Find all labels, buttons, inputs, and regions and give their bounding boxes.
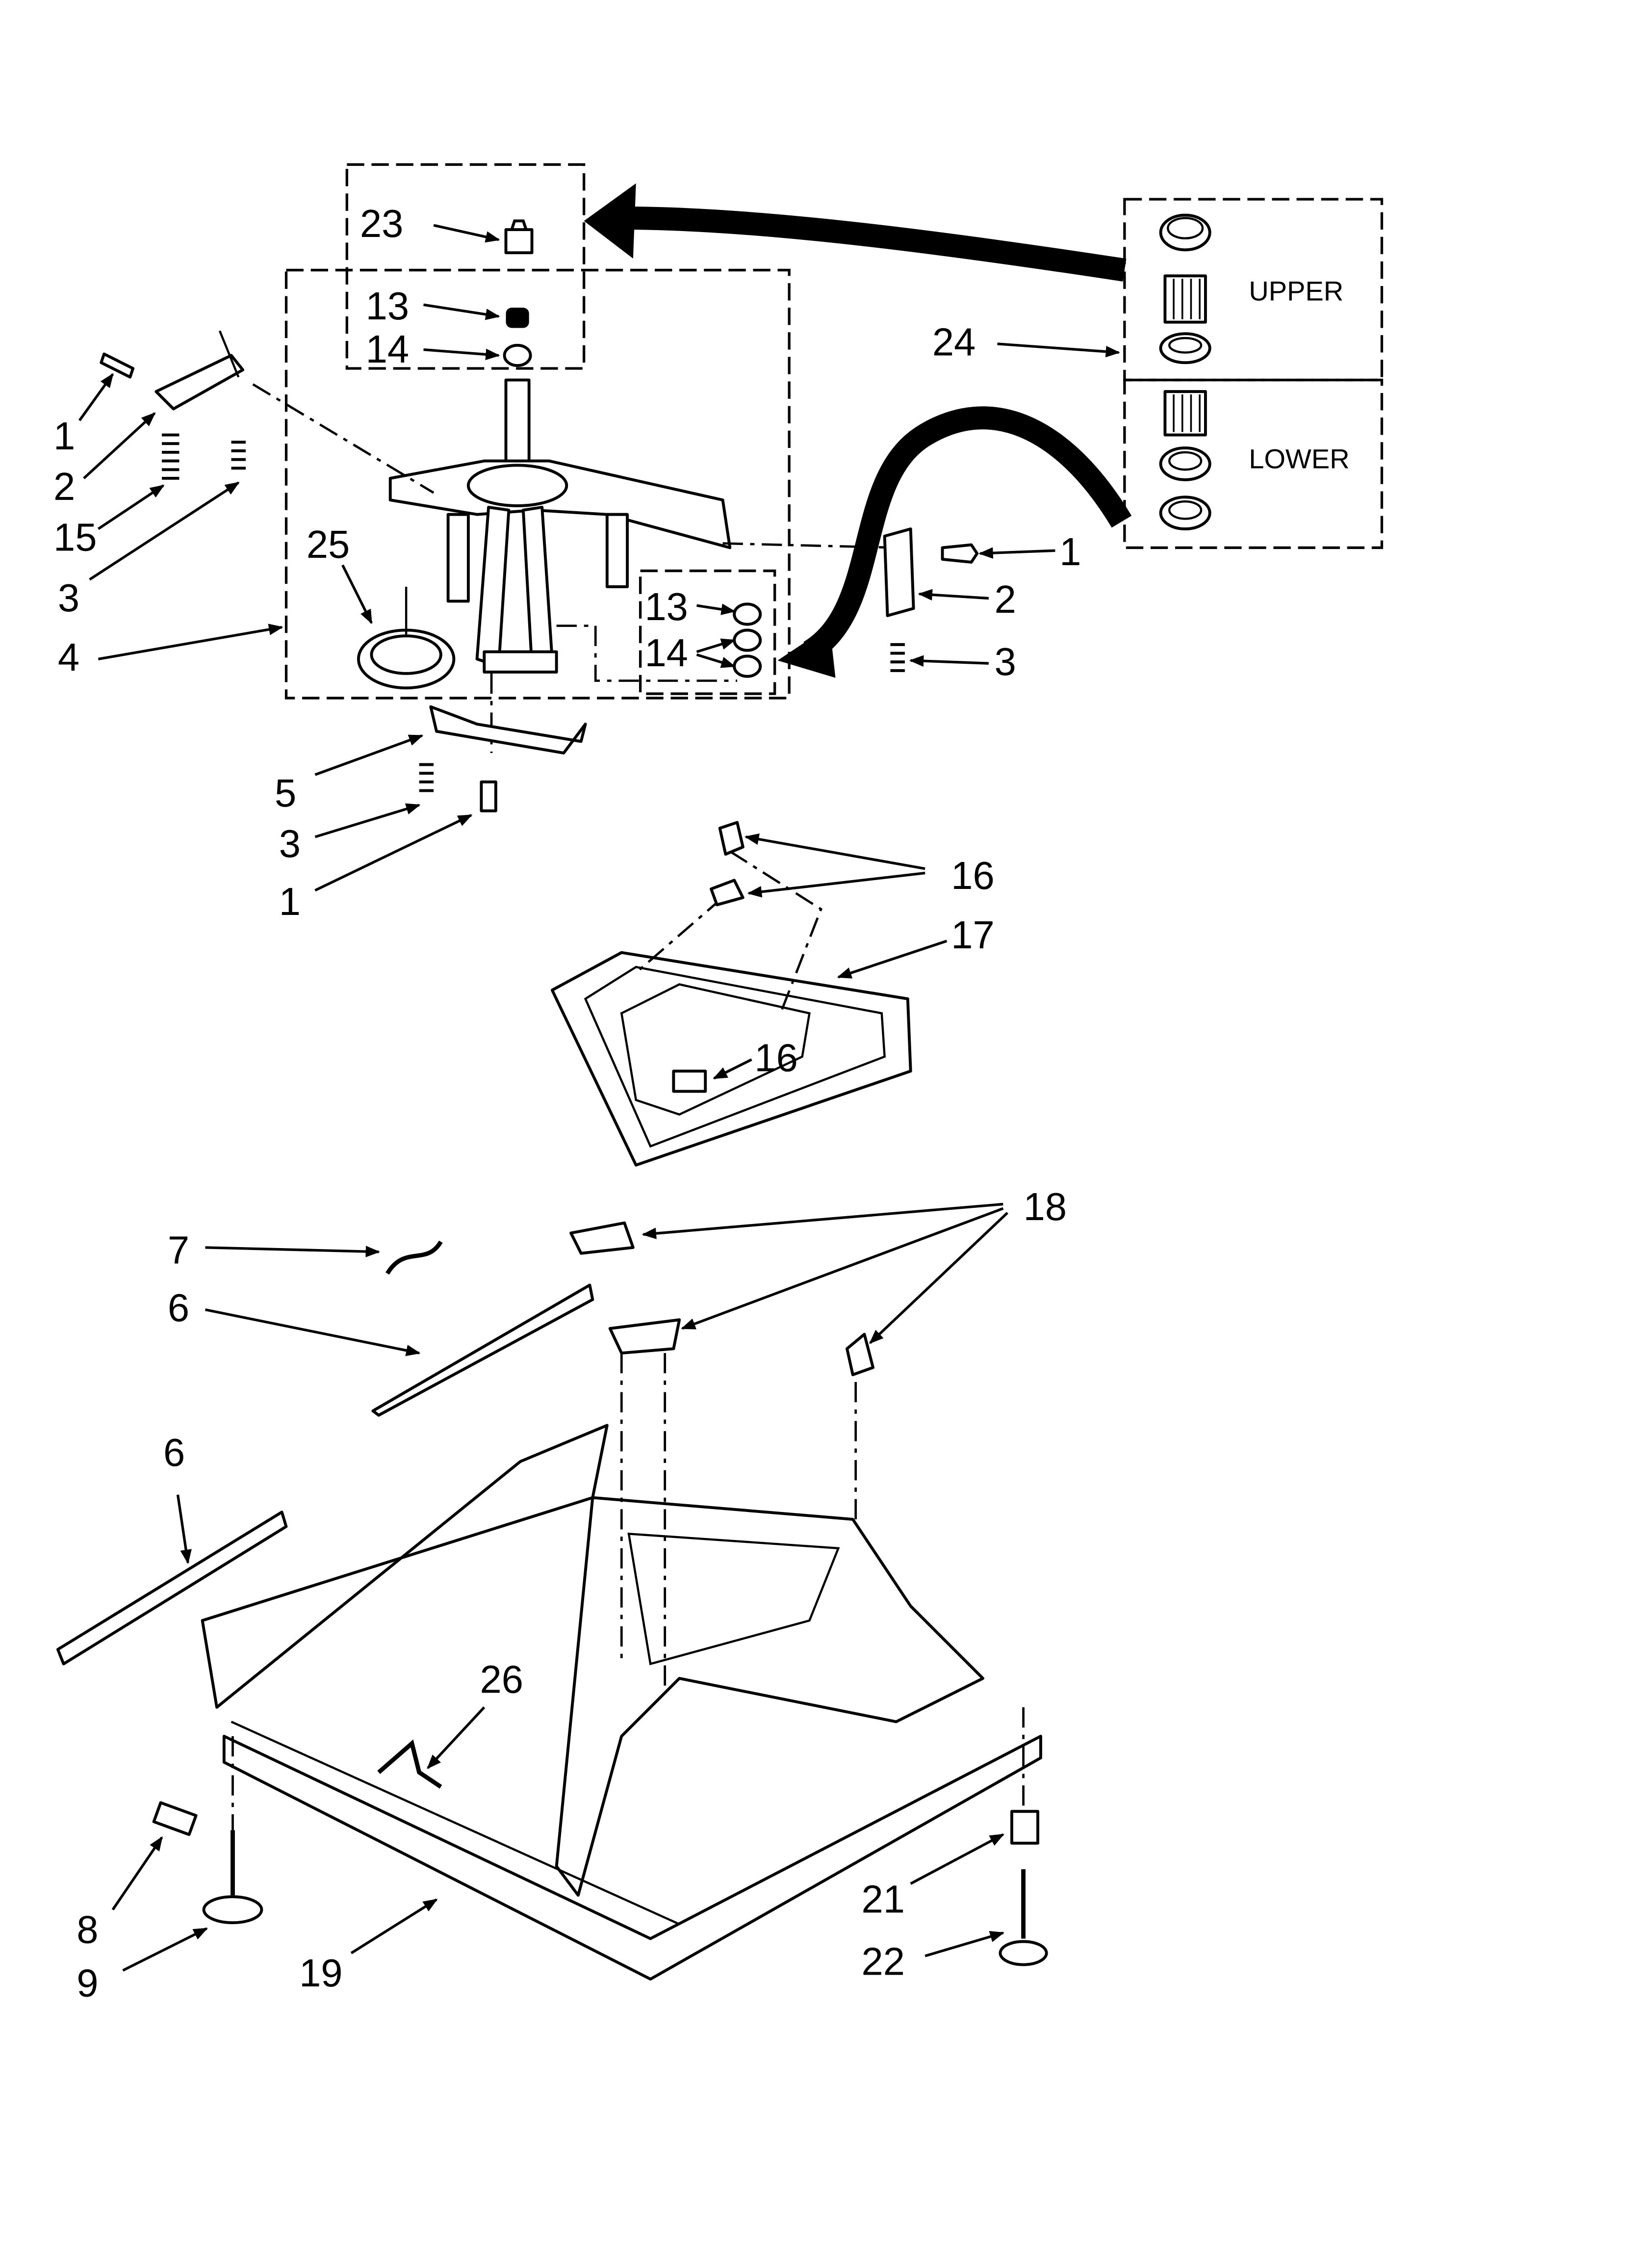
kit-labels: UPPER LOWER — [1249, 275, 1349, 474]
part-14-upper — [503, 343, 532, 367]
dash-lines-bottom — [231, 1353, 1025, 1830]
callout-22: 22 — [862, 1939, 905, 1983]
kit-label-lower: LOWER — [1249, 443, 1349, 474]
callout-13-upper: 13 — [366, 284, 410, 328]
callout-21: 21 — [862, 1877, 905, 1921]
part-3-spring-left — [231, 441, 246, 470]
part-17-top-frame — [550, 850, 912, 1167]
callout-19: 19 — [299, 1951, 343, 1995]
part-14-lower-a — [733, 628, 762, 652]
callout-25: 25 — [307, 522, 350, 566]
part-16-clip-middle — [710, 879, 744, 907]
part-13-upper — [506, 308, 529, 328]
part-19-base-frame — [201, 1424, 1042, 1981]
callout-4: 4 — [58, 635, 79, 679]
leader-lines — [78, 224, 1121, 1972]
upper-kit-washer — [1159, 332, 1211, 365]
callout-2-left: 2 — [53, 465, 75, 508]
part-1-screw-left — [100, 352, 135, 379]
callout-labels: 23 13 14 24 1 2 15 3 4 25 13 14 1 2 3 5 … — [53, 202, 1081, 2005]
part-2-bracket-right — [883, 527, 915, 617]
part-16-clip-lower — [672, 1069, 707, 1093]
part-18-bracket-b — [608, 1318, 681, 1355]
big-arrow-upper — [584, 183, 1127, 282]
callout-7: 7 — [168, 1228, 189, 1272]
part-6-rail-upper — [371, 1283, 594, 1417]
callout-14-upper: 14 — [366, 327, 410, 371]
callout-1-left: 1 — [53, 414, 75, 458]
callout-13-lower: 13 — [644, 585, 688, 628]
part-25-ring — [357, 586, 456, 690]
part-1-screw-lower — [480, 780, 497, 812]
callout-2-right: 2 — [995, 577, 1016, 621]
lower-kit-washer — [1159, 495, 1211, 531]
callout-3-left: 3 — [58, 576, 79, 620]
part-13-lower — [733, 602, 762, 626]
part-8-plug — [152, 1801, 198, 1836]
callout-3-right: 3 — [995, 640, 1016, 683]
callout-18: 18 — [1024, 1185, 1067, 1228]
dashed-box-4 — [284, 268, 791, 700]
callout-16-lower: 16 — [754, 1036, 798, 1079]
part-14-lower-b — [733, 654, 762, 678]
part-5-bracket — [429, 705, 587, 755]
dashed-box-lower-kit — [1123, 378, 1384, 549]
part-22-foot — [999, 1869, 1048, 1966]
upper-kit-splined-hub — [1163, 274, 1207, 324]
lower-kit-splined-hub — [1163, 390, 1207, 437]
callout-8: 8 — [77, 1907, 98, 1951]
kit-label-upper: UPPER — [1249, 275, 1343, 306]
part-26-clip — [377, 1739, 442, 1789]
part-3-spring-right — [890, 643, 905, 672]
dashed-box-13-14 — [639, 569, 776, 695]
part-1-screw-right — [941, 543, 979, 564]
callout-6-upper: 6 — [168, 1286, 189, 1330]
part-4-spider — [252, 378, 897, 753]
callout-23: 23 — [360, 202, 403, 245]
part-18-bracket-a — [569, 1221, 635, 1255]
part-2-bracket-left — [154, 330, 245, 411]
part-16-clip-top — [718, 821, 744, 856]
part-18-bracket-c — [846, 1332, 875, 1377]
callout-5: 5 — [275, 771, 296, 815]
callout-9: 9 — [77, 1961, 98, 2005]
part-9-foot — [202, 1830, 263, 1925]
callout-24: 24 — [932, 320, 976, 364]
lower-kit-ring — [1159, 446, 1211, 481]
part-15-spring — [162, 433, 180, 480]
callout-17: 17 — [951, 913, 995, 957]
part-3-spring-lower — [419, 763, 434, 792]
part-7-spring — [385, 1240, 443, 1275]
part-6-rail-lower — [56, 1511, 288, 1666]
callout-1-right: 1 — [1059, 530, 1081, 574]
callout-1-lower: 1 — [279, 880, 301, 923]
callout-6-lower: 6 — [163, 1431, 185, 1474]
part-23-cap — [504, 219, 534, 255]
callout-16-top: 16 — [951, 854, 995, 897]
callout-3-lower: 3 — [279, 822, 301, 865]
part-21-bushing — [1010, 1810, 1040, 1845]
callout-15: 15 — [53, 515, 97, 559]
upper-kit-ring — [1159, 213, 1211, 252]
callout-26: 26 — [480, 1658, 523, 1701]
callout-14-lower: 14 — [644, 631, 688, 675]
big-arrow-lower — [777, 406, 1132, 678]
